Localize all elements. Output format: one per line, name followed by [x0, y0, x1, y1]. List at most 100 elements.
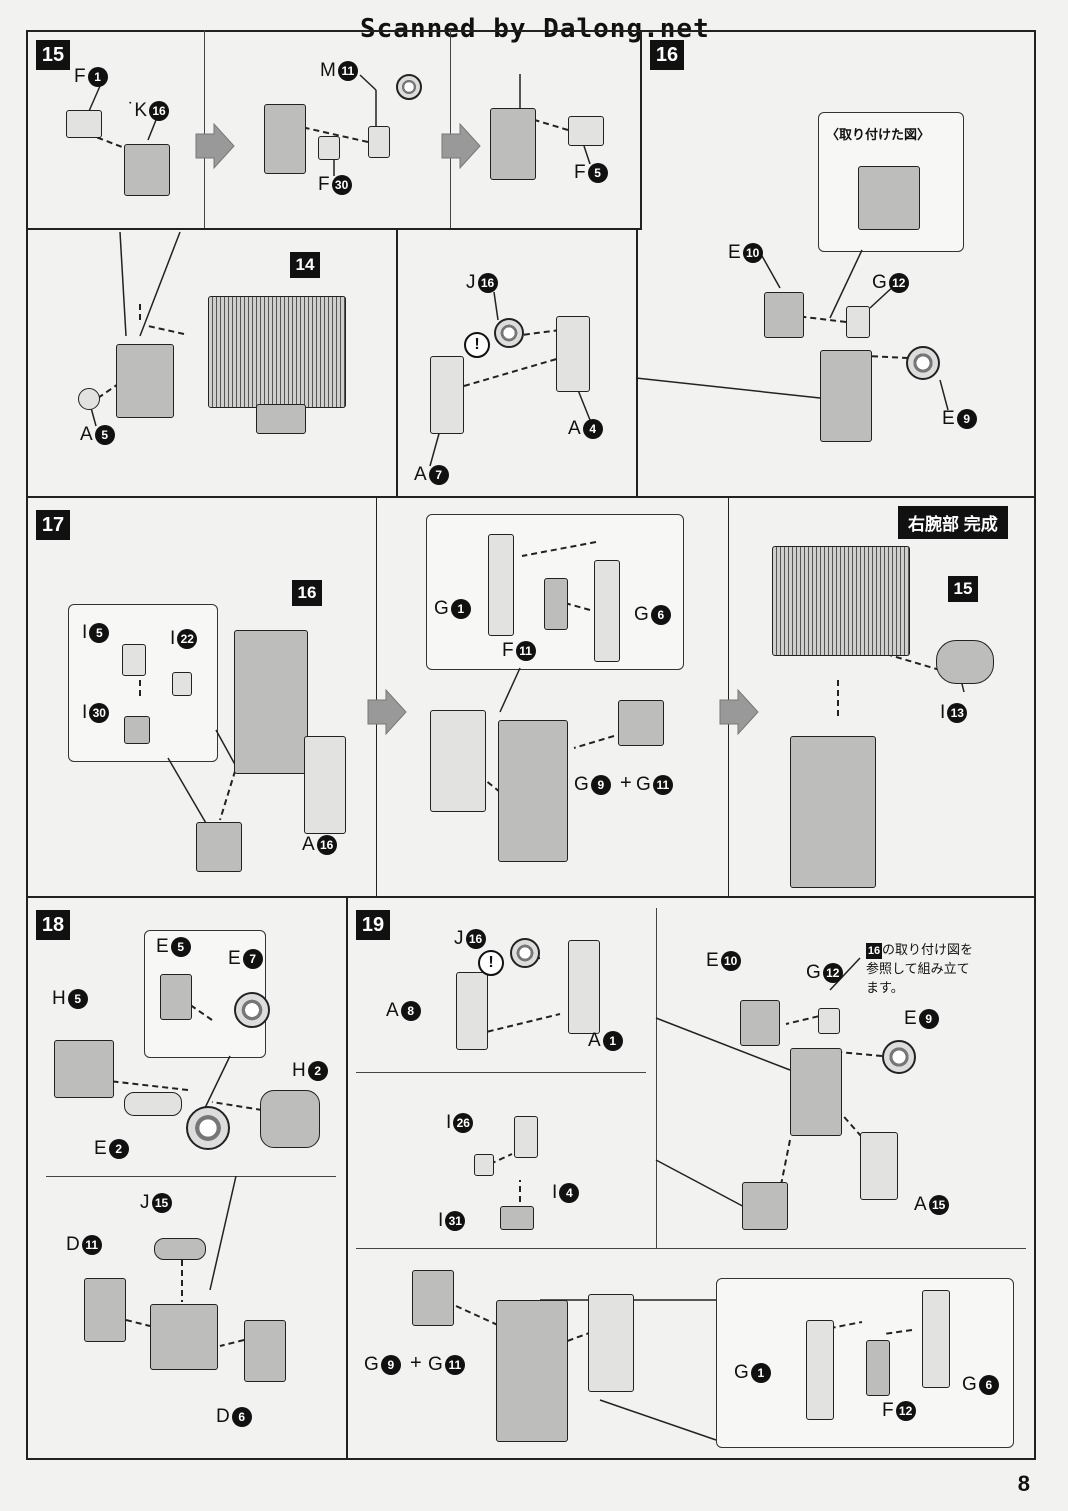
- step19-small-plate: [818, 1008, 840, 1034]
- step19-double-wheel: [882, 1040, 916, 1074]
- step17-backpack-final: [772, 546, 910, 656]
- step17-divider-1: [376, 496, 377, 896]
- step15-16-divider: [640, 30, 642, 230]
- step15-part-housing: [124, 144, 170, 196]
- row-divider-2: [26, 896, 1036, 898]
- step17-inset2-plate-right: [594, 560, 620, 662]
- step16-forearm-plate: [556, 316, 590, 392]
- step17-inset2-plate-left: [488, 534, 514, 636]
- step18-left-cover: [84, 1278, 126, 1342]
- step16-wheel: [494, 318, 524, 348]
- page-number: 8: [1017, 1471, 1030, 1496]
- note-line-3: ます。: [866, 980, 904, 995]
- step19-sub-divider-2: [356, 1248, 1026, 1249]
- step19-subassembly-inset: [716, 1278, 1014, 1448]
- step17-connector-ring: [936, 640, 994, 684]
- step17-inset2-center: [544, 578, 568, 630]
- step-number-16: 16: [650, 40, 684, 70]
- step19-arm-mid: [496, 1300, 568, 1442]
- step16-small-plate: [846, 306, 870, 338]
- step16-forearm-assembly: [820, 350, 872, 442]
- step15-backpack-base: [256, 404, 306, 434]
- ref-step-14: 14: [290, 252, 320, 278]
- step17-divider-2: [728, 496, 729, 896]
- step19-outer-plate: [588, 1294, 634, 1392]
- step16-left-top: [396, 228, 642, 230]
- step18-inset-part-b: [234, 992, 270, 1028]
- instruction-page: [26, 30, 1036, 1460]
- step18-shoulder-block: [54, 1040, 114, 1098]
- step19-sub-divider-v: [656, 908, 657, 1248]
- step15-part-lens: [318, 136, 340, 160]
- step17-arm-assembly: [234, 630, 308, 774]
- step17-hand: [196, 822, 242, 872]
- step19-sub-divider-1: [356, 1072, 646, 1073]
- step15-sub-divider-1: [204, 30, 205, 228]
- right-arm-complete-badge: 右腕部 完成: [898, 506, 1008, 539]
- step19-inset-plate-right: [922, 1290, 950, 1388]
- attached-view-title: 〈取り付けた図〉: [826, 127, 931, 142]
- step17-inset1-part-a: [122, 644, 146, 676]
- step15-sub-divider-2: [450, 30, 451, 228]
- step19-inset-center: [866, 1340, 890, 1396]
- step15-decal-icon: [396, 74, 422, 100]
- plus-sign-s19: +: [410, 1352, 422, 1374]
- step15-assembly-a: [264, 104, 306, 174]
- step16-elbow-joint: [764, 292, 804, 338]
- step19-inset-plate-left: [806, 1320, 834, 1420]
- step15-part-bracket: [66, 110, 102, 138]
- step18-inset-part-a: [160, 974, 192, 1020]
- plus-sign-s17: +: [620, 772, 632, 794]
- note-ref-16: 16: [866, 943, 882, 959]
- step16-forearm-part: [430, 356, 464, 434]
- inset-attached-part: [858, 166, 920, 230]
- step-number-17: 17: [36, 510, 70, 540]
- step18-shoulder-cover: [260, 1090, 320, 1148]
- step17-final-arm: [790, 736, 876, 888]
- step15-part-sensor: [368, 126, 390, 158]
- warning-icon: !: [464, 332, 490, 358]
- step15-bottom-divider: [26, 228, 396, 230]
- step18-twin-part: [154, 1238, 206, 1260]
- step17-inset1-part-b: [172, 672, 192, 696]
- step19-hand: [742, 1182, 788, 1230]
- step19-forearm-part: [456, 972, 488, 1050]
- step19-wheel: [510, 938, 540, 968]
- step18-sub-divider: [46, 1176, 336, 1177]
- step19-part-i31: [500, 1206, 534, 1230]
- step15-round-part: [78, 388, 100, 410]
